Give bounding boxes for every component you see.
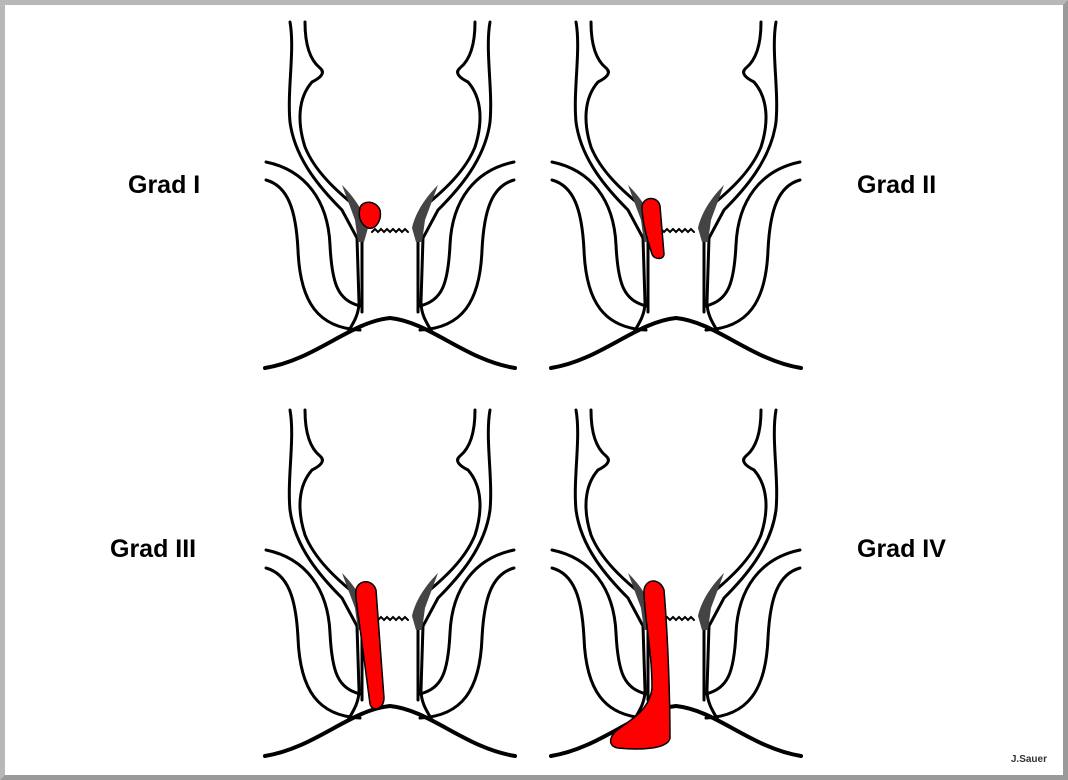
hemorrhoid-grade-4 — [609, 580, 671, 750]
panel-grad-4 — [549, 408, 803, 758]
hemorrhoid-grades-diagram — [263, 20, 803, 758]
panel-grad-3 — [263, 408, 517, 758]
author-credit: J.Sauer — [1010, 754, 1047, 765]
label-grad-4: Grad IV — [857, 535, 946, 563]
hemorrhoid-grade-1 — [358, 201, 382, 229]
label-grad-2: Grad II — [857, 171, 937, 199]
panel-grad-2 — [549, 20, 803, 370]
label-grad-1: Grad I — [128, 171, 201, 199]
hemorrhoid-grade-3 — [355, 581, 385, 710]
hemorrhoid-grade-2 — [641, 197, 665, 260]
label-grad-3: Grad III — [110, 535, 197, 563]
panel-grad-1 — [263, 20, 517, 370]
